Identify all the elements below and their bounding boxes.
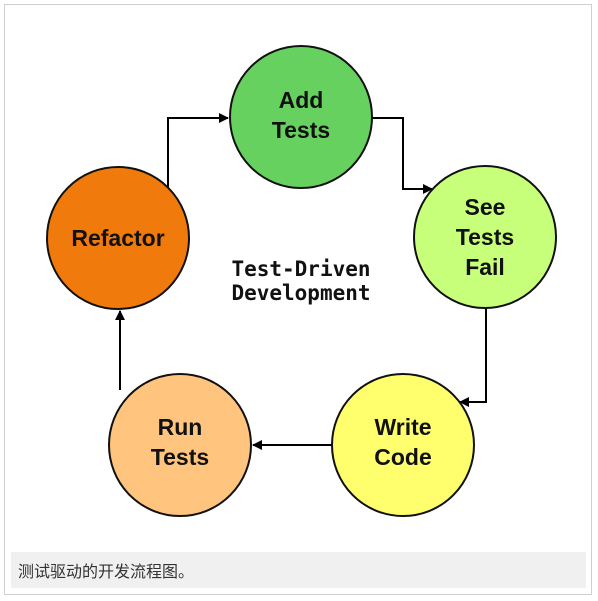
node-refactor-label: Refactor [71,225,164,251]
node-see-tests-fail-label-line3: Fail [465,254,505,280]
node-add-tests-label-line1: Add [279,87,324,113]
node-add-tests-circle [229,45,373,189]
center-title-line1: Test-Driven [231,257,370,281]
figure-caption: 测试驱动的开发流程图。 [18,562,195,581]
node-write-code-circle [331,373,475,517]
node-write-code: Write Code [331,373,475,517]
node-write-code-label-line2: Code [374,444,432,470]
node-refactor-circle [46,166,190,310]
arrow-add-tests-to-see-tests-fail [371,117,433,194]
node-see-tests-fail: See Tests Fail [413,165,557,309]
arrow-refactor-to-add-tests [167,113,229,187]
node-see-tests-fail-circle [413,165,557,309]
node-run-tests-label-line2: Tests [151,444,209,470]
node-refactor: Refactor [46,166,190,310]
node-see-tests-fail-label-line2: Tests [456,224,514,250]
node-add-tests: Add Tests [229,45,373,189]
tdd-cycle-diagram: Add Tests See Tests Fail Write Code Run … [46,45,557,517]
arrow-see-tests-fail-to-write-code [459,308,487,407]
node-run-tests: Run Tests [108,373,252,517]
caption-bar: 测试驱动的开发流程图。 [11,552,586,588]
node-add-tests-label-line2: Tests [272,117,330,143]
node-see-tests-fail-label-line1: See [465,194,506,220]
node-run-tests-circle [108,373,252,517]
node-run-tests-label-line1: Run [158,414,203,440]
center-title-line2: Development [231,281,370,305]
node-write-code-label-line1: Write [374,414,431,440]
